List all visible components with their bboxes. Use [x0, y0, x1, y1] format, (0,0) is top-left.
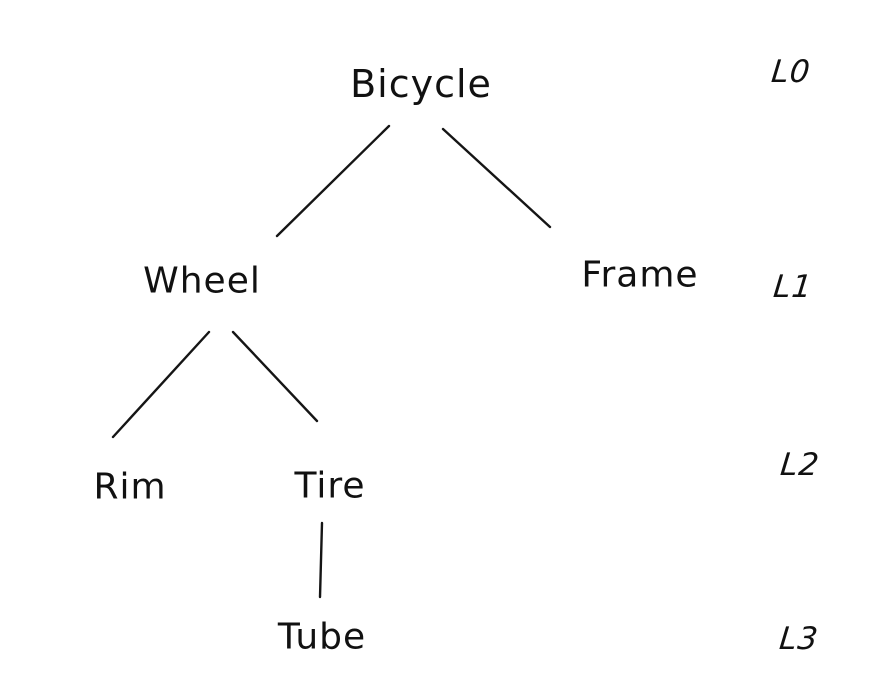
node-frame: Frame	[581, 254, 699, 296]
edge-bicycle-frame	[441, 127, 552, 229]
edge-bicycle-wheel	[275, 124, 391, 238]
node-wheel: Wheel	[143, 260, 261, 302]
level-label-l3: L3	[777, 621, 821, 657]
node-rim: Rim	[93, 466, 167, 508]
level-label-l2: L2	[778, 447, 822, 483]
edge-wheel-tire	[231, 330, 319, 423]
level-label-l1: L1	[771, 269, 815, 305]
edge-tire-tube	[318, 521, 324, 599]
node-tire: Tire	[294, 465, 366, 507]
node-tube: Tube	[277, 616, 367, 658]
node-bicycle: Bicycle	[350, 62, 492, 106]
level-label-l0: L0	[769, 54, 813, 90]
edge-wheel-rim	[111, 330, 211, 439]
